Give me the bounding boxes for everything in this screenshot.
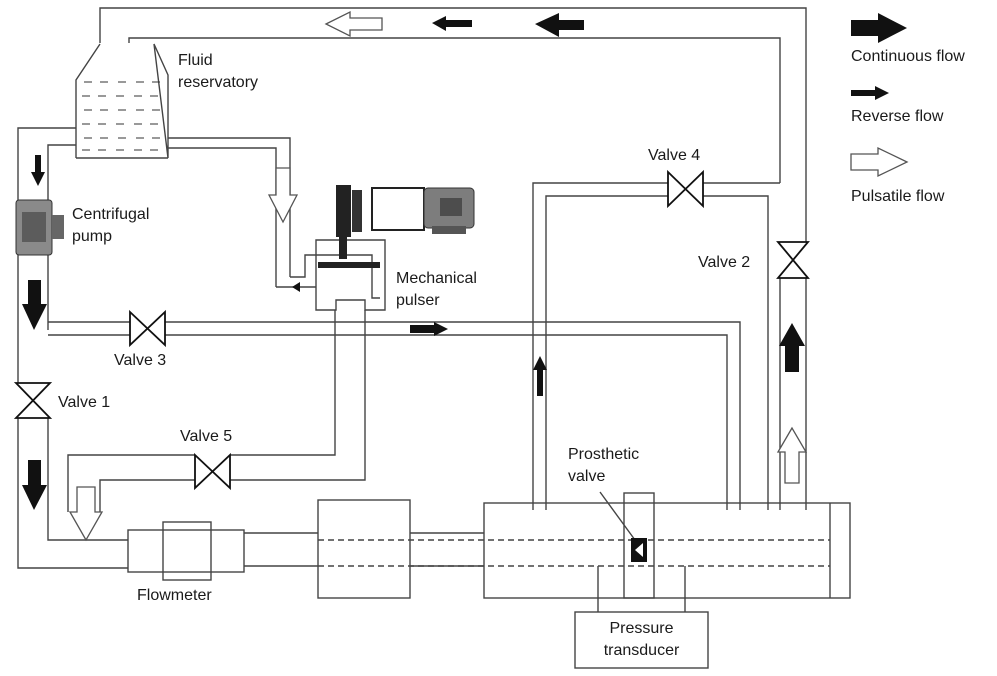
- arrow-continuous-right: [779, 323, 805, 372]
- label-valve-3: Valve 3: [114, 352, 167, 369]
- arrow-continuous-left-1: [22, 280, 47, 330]
- valve-4: [667, 169, 704, 209]
- pulser-chamber: [276, 239, 386, 311]
- arrow-continuous-top: [535, 13, 584, 37]
- legend-pulsatile-flow: Pulsatile flow: [851, 188, 945, 205]
- centrifugal-pump-icon: [15, 199, 64, 256]
- label-valve-1: Valve 1: [58, 394, 111, 411]
- arrow-reverse-top: [432, 16, 472, 31]
- left-chamber: [317, 499, 411, 599]
- valve5-pipe: [67, 310, 366, 512]
- label-valve-4: Valve 4: [648, 147, 701, 164]
- valve3-pipe: [48, 321, 741, 510]
- arrow-continuous-left-2: [22, 460, 47, 510]
- arrow-pulsatile-top: [324, 10, 383, 38]
- arrow-reverse-pulser: [292, 282, 300, 292]
- fluid-reservoir: [75, 43, 169, 159]
- arrow-reverse-right: [533, 356, 547, 396]
- label-pressure-transducer: Pressure transducer: [603, 620, 680, 659]
- legend-continuous-icon: [851, 13, 907, 43]
- legend-continuous-flow: Continuous flow: [851, 48, 965, 65]
- label-flowmeter: Flowmeter: [137, 587, 212, 604]
- label-mechanical-pulser: Mechanical pulser: [396, 270, 477, 309]
- label-prosthetic-valve: Prosthetic valve: [568, 446, 640, 485]
- legend-reverse-icon: [851, 86, 889, 100]
- label-fluid-reservatory: Fluid reservatory: [178, 52, 259, 91]
- pulser-motor-icon: [318, 185, 475, 268]
- test-chamber: [483, 502, 851, 599]
- arrow-reverse-middle: [410, 322, 448, 336]
- arrow-pulsatile-right: [776, 426, 808, 484]
- label-centrifugal-pump: Centrifugal pump: [72, 206, 150, 245]
- valve-2: [776, 241, 810, 279]
- valve-5: [194, 452, 231, 491]
- prosthetic-valve-holder: [623, 492, 655, 599]
- left-bottom-pipe: [17, 418, 128, 569]
- arrow-pulsatile-bottom: [68, 486, 104, 542]
- arrow-pulsatile-reservoir: [267, 167, 299, 224]
- left-pipe: [17, 127, 291, 383]
- legend-pulsatile-icon: [850, 146, 909, 178]
- label-valve-2: Valve 2: [698, 254, 751, 271]
- valve4-pipe: [532, 182, 780, 510]
- valve-1: [13, 382, 53, 419]
- label-valve-5: Valve 5: [180, 428, 233, 445]
- legend-reverse-flow: Reverse flow: [851, 108, 944, 125]
- pressure-transducer-box: [574, 611, 709, 669]
- arrow-reverse-left: [31, 155, 45, 186]
- top-return-pipe: [99, 7, 807, 242]
- valve2-pipe: [779, 278, 807, 510]
- flowmeter-body: [127, 529, 245, 573]
- valve-3: [129, 309, 166, 348]
